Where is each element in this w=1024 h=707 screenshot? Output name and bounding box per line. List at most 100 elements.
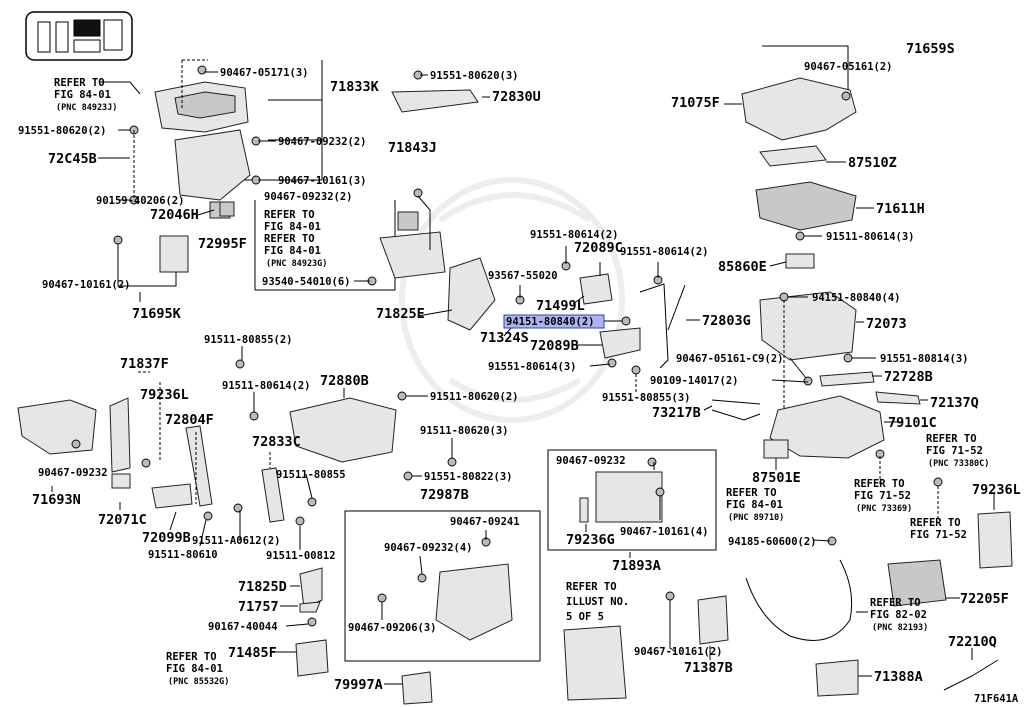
part-label-71757[interactable]: 71757: [238, 599, 279, 615]
part-label-72089b[interactable]: 72089B: [530, 338, 579, 354]
part-label-79236l-b[interactable]: 79236L: [972, 482, 1021, 498]
refer-note-9[interactable]: REFER TO FIG 84-01 (PNC 85532G): [166, 651, 229, 687]
part-label-90467-09232-a[interactable]: 90467-09232: [38, 467, 108, 479]
part-label-72995f[interactable]: 72995F: [198, 236, 247, 252]
part-label-90467-05161-2[interactable]: 90467-05161(2): [804, 61, 893, 73]
svg-text:FIG 71-52: FIG 71-52: [910, 529, 967, 541]
part-label-72728b[interactable]: 72728B: [884, 369, 933, 385]
svg-text:REFER TO: REFER TO: [870, 597, 921, 609]
part-label-90467-05161-c9-2[interactable]: 90467-05161-C9(2): [676, 353, 783, 365]
part-label-73217b[interactable]: 73217B: [652, 405, 701, 421]
part-label-91551-80620-2[interactable]: 91551-80620(2): [18, 125, 107, 137]
figure-code: 71F641A: [974, 693, 1019, 705]
part-label-91511-80614-2[interactable]: 91511-80614(2): [222, 380, 311, 392]
part-label-90467-09232-2b[interactable]: 90467-09232(2): [264, 191, 353, 203]
part-label-72137q[interactable]: 72137Q: [930, 395, 979, 411]
refer-note-2[interactable]: REFER TO FIG 84-01 REFER TO FIG 84-01 (P…: [264, 209, 327, 269]
part-label-79997a[interactable]: 79997A: [334, 677, 383, 693]
part-label-72073[interactable]: 72073: [866, 316, 907, 332]
part-label-72046h[interactable]: 72046H: [150, 207, 199, 223]
part-label-94151-80840-2[interactable]: 94151-80840(2): [506, 316, 595, 328]
refer-note-5[interactable]: REFER TO FIG 71-52 (PNC 73369): [854, 478, 912, 514]
part-label-79236g[interactable]: 79236G: [566, 532, 615, 548]
part-label-91511-80855[interactable]: 91511-80855: [276, 469, 346, 481]
part-label-91551-80855-3[interactable]: 91551-80855(3): [602, 392, 691, 404]
part-labels: 71659S 90467-05161(2) 71075F 87510Z 7161…: [18, 41, 1021, 705]
part-label-72089c[interactable]: 72089C: [574, 240, 623, 256]
part-label-91551-80614-2a[interactable]: 91551-80614(2): [530, 229, 619, 241]
part-label-90167-40044[interactable]: 90167-40044: [208, 621, 278, 633]
part-label-93567-55020[interactable]: 93567-55020: [488, 270, 558, 282]
part-label-71695k[interactable]: 71695K: [132, 306, 182, 322]
part-label-94185-60600-2[interactable]: 94185-60600(2): [728, 536, 817, 548]
part-label-72880b[interactable]: 72880B: [320, 373, 369, 389]
part-label-79236l-a[interactable]: 79236L: [140, 387, 189, 403]
part-label-71693n[interactable]: 71693N: [32, 492, 81, 508]
part-label-90467-10161-2b[interactable]: 90467-10161(2): [634, 646, 723, 658]
svg-text:FIG 71-52: FIG 71-52: [926, 445, 983, 457]
part-label-90467-09206-3[interactable]: 90467-09206(3): [348, 622, 437, 634]
part-label-90467-09241[interactable]: 90467-09241: [450, 516, 520, 528]
part-label-71388a[interactable]: 71388A: [874, 669, 923, 685]
part-label-71485f[interactable]: 71485F: [228, 645, 277, 661]
part-label-90467-09232-4[interactable]: 90467-09232(4): [384, 542, 473, 554]
part-label-72c45b[interactable]: 72C45B: [48, 151, 97, 167]
part-label-71893a[interactable]: 71893A: [612, 558, 661, 574]
refer-note-6[interactable]: REFER TO FIG 71-52: [910, 517, 967, 541]
part-label-87510z[interactable]: 87510Z: [848, 155, 897, 171]
part-label-71659s[interactable]: 71659S: [906, 41, 955, 57]
part-label-90467-05171-3[interactable]: 90467-05171(3): [220, 67, 309, 79]
part-label-85860e[interactable]: 85860E: [718, 259, 767, 275]
part-label-71324s[interactable]: 71324S: [480, 330, 529, 346]
part-label-91511-00812[interactable]: 91511-00812: [266, 550, 336, 562]
part-label-90109-14017-2[interactable]: 90109-14017(2): [650, 375, 739, 387]
part-label-87501e[interactable]: 87501E: [752, 470, 801, 486]
part-label-91511-80614-3[interactable]: 91511-80614(3): [826, 231, 915, 243]
part-label-71387b[interactable]: 71387B: [684, 660, 733, 676]
part-label-90467-10161-4[interactable]: 90467-10161(4): [620, 526, 709, 538]
part-label-71833k[interactable]: 71833K: [330, 79, 380, 95]
part-label-91551-80620-3[interactable]: 91551-80620(3): [430, 70, 519, 82]
part-label-72830u[interactable]: 72830U: [492, 89, 541, 105]
part-label-91511-a0612-2[interactable]: 91511-A0612(2): [192, 535, 281, 547]
svg-text:(PNC 73369): (PNC 73369): [856, 504, 912, 514]
part-label-72804f[interactable]: 72804F: [165, 412, 214, 428]
part-label-72833c[interactable]: 72833C: [252, 434, 301, 450]
refer-note-8[interactable]: REFER TO FIG 82-02 (PNC 82193): [870, 597, 928, 633]
part-label-72071c[interactable]: 72071C: [98, 512, 147, 528]
part-label-90467-09232-b[interactable]: 90467-09232: [556, 455, 626, 467]
part-label-71843j[interactable]: 71843J: [388, 140, 437, 156]
part-label-79101c[interactable]: 79101C: [888, 415, 937, 431]
part-label-94151-80840-4[interactable]: 94151-80840(4): [812, 292, 901, 304]
part-label-71075f[interactable]: 71075F: [671, 95, 720, 111]
part-label-91551-80614-3[interactable]: 91551-80614(3): [488, 361, 577, 373]
part-label-90467-10161-3[interactable]: 90467-10161(3): [278, 175, 367, 187]
part-label-90159-40206-2[interactable]: 90159-40206(2): [96, 195, 185, 207]
part-label-71825e[interactable]: 71825E: [376, 306, 425, 322]
part-label-72987b[interactable]: 72987B: [420, 487, 469, 503]
part-label-72205f[interactable]: 72205F: [960, 591, 1009, 607]
part-label-72803g[interactable]: 72803G: [702, 313, 751, 329]
refer-note-7[interactable]: REFER TO ILLUST NO. 5 OF 5: [566, 581, 629, 623]
part-label-91551-80814-3[interactable]: 91551-80814(3): [880, 353, 969, 365]
part-label-71825d[interactable]: 71825D: [238, 579, 287, 595]
part-label-71837f[interactable]: 71837F: [120, 356, 169, 372]
part-label-91511-80855-2[interactable]: 91511-80855(2): [204, 334, 293, 346]
part-label-90467-09232-2a[interactable]: 90467-09232(2): [278, 136, 367, 148]
part-label-93540-54010-6[interactable]: 93540-54010(6): [262, 276, 351, 288]
part-label-91511-80620-2[interactable]: 91511-80620(2): [430, 391, 519, 403]
refer-note-3[interactable]: REFER TO FIG 71-52 (PNC 73380C): [926, 433, 989, 469]
part-label-91551-80614-2b[interactable]: 91551-80614(2): [620, 246, 709, 258]
refer-note-1[interactable]: REFER TO FIG 84-01 (PNC 84923J): [54, 77, 117, 113]
svg-text:FIG 84-01: FIG 84-01: [166, 663, 223, 675]
part-label-91551-80822-3[interactable]: 91551-80822(3): [424, 471, 513, 483]
part-label-71611h[interactable]: 71611H: [876, 201, 925, 217]
refer-note-4[interactable]: REFER TO FIG 84-01 (PNC 89710): [726, 487, 784, 523]
part-label-91511-80620-3[interactable]: 91511-80620(3): [420, 425, 509, 437]
part-label-91511-80610[interactable]: 91511-80610: [148, 549, 218, 561]
part-label-72210q[interactable]: 72210Q: [948, 634, 997, 650]
svg-text:(PNC 85532G): (PNC 85532G): [168, 677, 229, 687]
part-label-72099b[interactable]: 72099B: [142, 530, 191, 546]
part-label-71499l[interactable]: 71499L: [536, 298, 585, 314]
part-label-90467-10161-2[interactable]: 90467-10161(2): [42, 279, 131, 291]
